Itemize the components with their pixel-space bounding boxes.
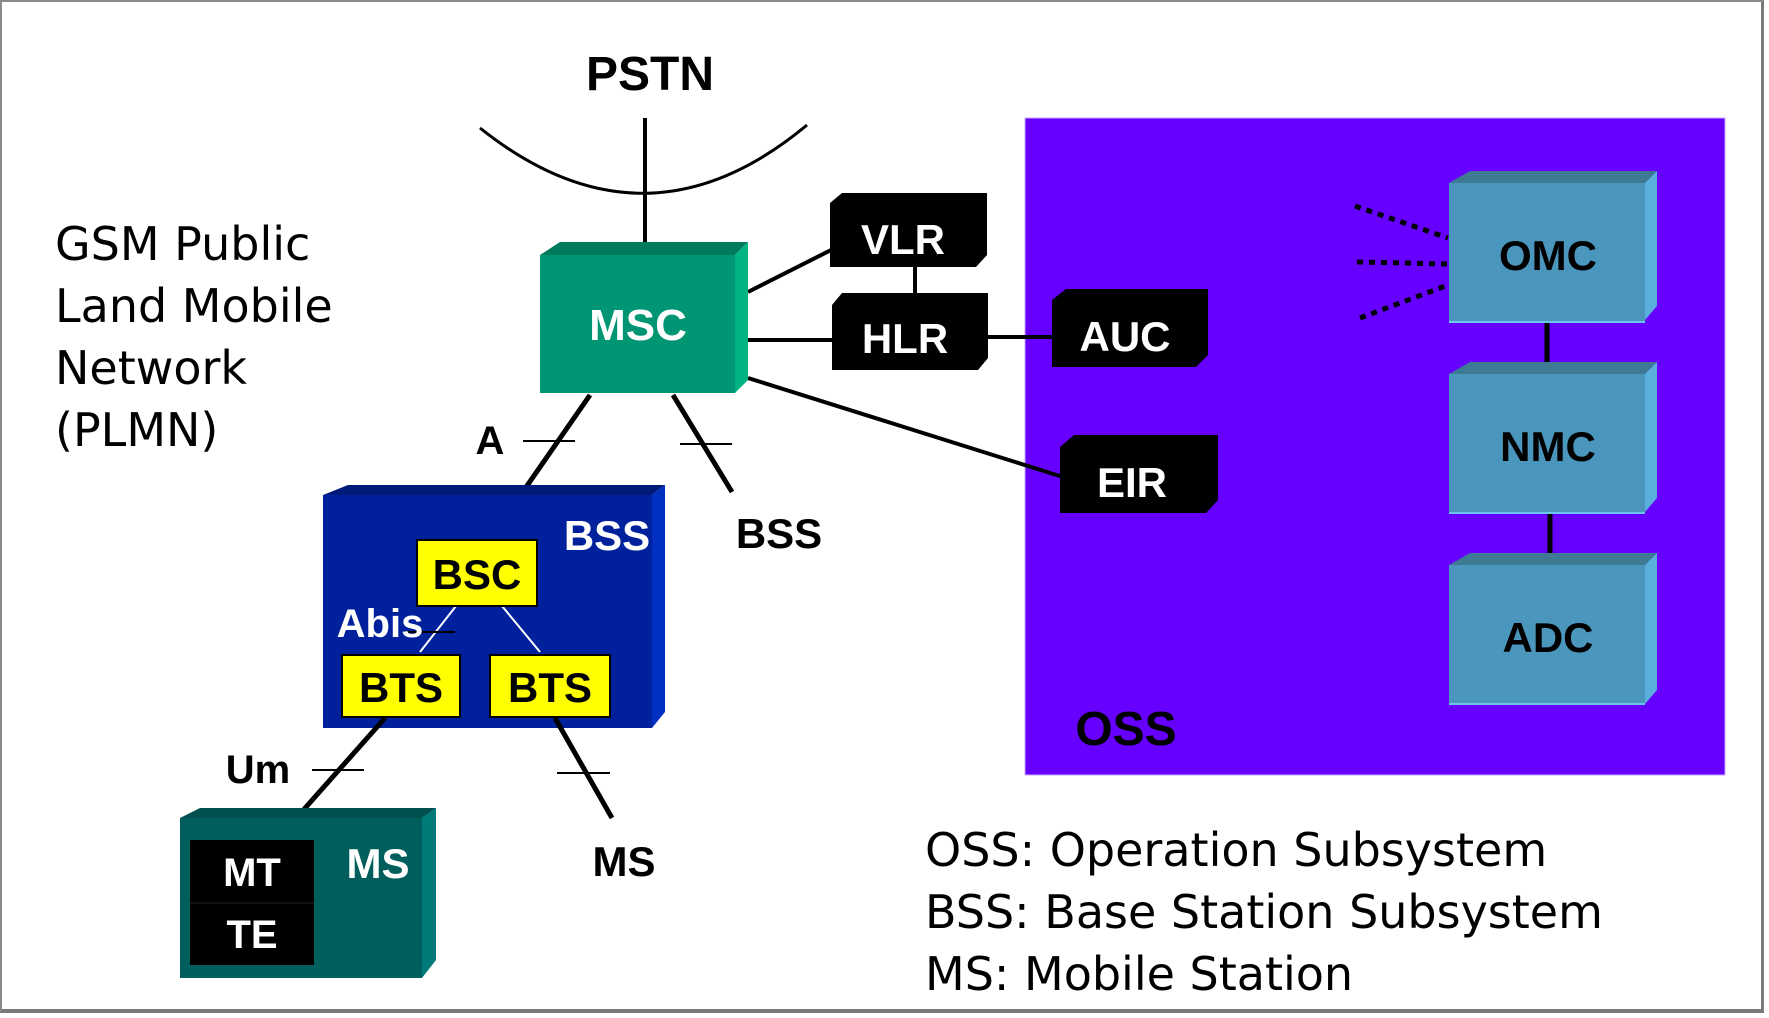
bts-node-2[interactable]: BTS	[489, 654, 611, 718]
mt-node[interactable]: MT	[190, 840, 314, 903]
mt-label: MT	[223, 851, 281, 895]
ms-label: MS	[347, 840, 410, 887]
legend-ms: MS: Mobile Station	[925, 947, 1353, 1001]
legend-bss: BSS: Base Station Subsystem	[925, 885, 1603, 939]
nmc-node[interactable]: NMC	[1449, 362, 1657, 514]
other-ms-label: MS	[593, 838, 656, 885]
bts-node-1[interactable]: BTS	[341, 654, 461, 718]
bts-2-label: BTS	[508, 664, 592, 711]
pstn-label: PSTN	[586, 48, 714, 101]
auc-node[interactable]: AUC	[1052, 289, 1208, 367]
omc-dotted-link-2	[1356, 259, 1449, 267]
a-interface-label: A	[476, 419, 505, 463]
msc-node[interactable]: MSC	[540, 242, 748, 393]
bsc-bts1-link	[419, 605, 457, 653]
omc-label: OMC	[1499, 232, 1597, 279]
hlr-node[interactable]: HLR	[832, 293, 988, 370]
omc-dotted-link-1	[1354, 203, 1449, 241]
vlr-label: VLR	[861, 216, 945, 263]
title-line-2: Land Mobile	[55, 279, 333, 333]
um-interface-label: Um	[226, 748, 290, 792]
title-line-4: (PLMN)	[55, 403, 218, 457]
omc-node[interactable]: OMC	[1449, 171, 1657, 323]
msc-label: MSC	[589, 301, 687, 350]
msc-eir-link	[747, 376, 1064, 479]
bsc-bts2-link	[501, 605, 541, 653]
abbreviation-legend: OSS: Operation Subsystem BSS: Base Stati…	[925, 823, 1603, 1001]
adc-label: ADC	[1503, 614, 1594, 661]
bsc-node[interactable]: BSC	[416, 539, 538, 607]
abis-interface-label: Abis	[337, 602, 424, 646]
bts2-other-ms-link	[552, 716, 615, 820]
title-line-3: Network	[55, 341, 247, 395]
msc-vlr-link	[747, 246, 836, 294]
vlr-node[interactable]: VLR	[830, 193, 987, 267]
hlr-label: HLR	[862, 315, 948, 362]
eir-label: EIR	[1097, 459, 1167, 506]
auc-label: AUC	[1080, 313, 1171, 360]
te-label: TE	[226, 913, 277, 957]
omc-dotted-link-3	[1359, 282, 1449, 321]
title-line-1: GSM Public	[55, 217, 310, 271]
legend-oss: OSS: Operation Subsystem	[925, 823, 1547, 877]
bss-label: BSS	[564, 512, 650, 559]
adc-node[interactable]: ADC	[1449, 553, 1657, 705]
other-bss-label: BSS	[736, 510, 822, 557]
bts-1-label: BTS	[359, 664, 443, 711]
oss-label: OSS	[1075, 703, 1176, 756]
eir-node[interactable]: EIR	[1060, 435, 1218, 513]
te-node[interactable]: TE	[190, 902, 314, 965]
bsc-label: BSC	[433, 551, 522, 598]
nmc-label: NMC	[1500, 423, 1596, 470]
plmn-title: GSM Public Land Mobile Network (PLMN)	[55, 217, 333, 457]
